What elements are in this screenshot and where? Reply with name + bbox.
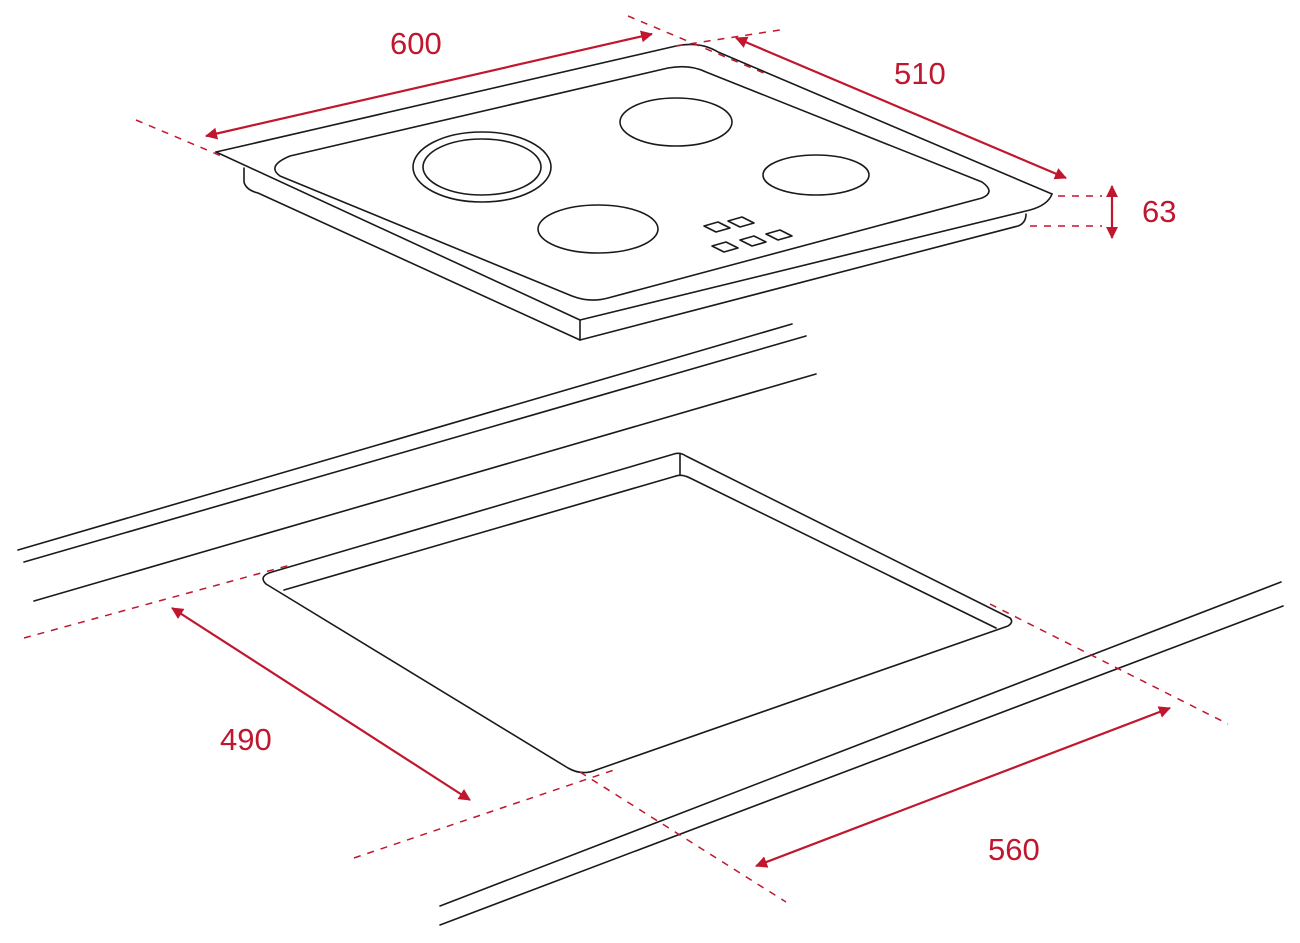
cooking-zone-front-left-inner bbox=[422, 138, 542, 196]
worktop bbox=[17, 323, 1284, 926]
hob-depth-label: 510 bbox=[894, 56, 946, 91]
hob-front-left-edge bbox=[215, 151, 581, 341]
cutout-inner-back-right bbox=[675, 474, 997, 629]
cooking-zone-front-left-outer bbox=[412, 131, 552, 203]
cutout-outer-edge bbox=[262, 452, 1013, 774]
hob-front-right-edge bbox=[579, 193, 1053, 321]
cutout-dashed-back bbox=[23, 563, 295, 639]
hob-depth-arrow bbox=[735, 36, 1067, 180]
cutout-depth-arrow bbox=[171, 607, 471, 801]
cutout-width-arrow bbox=[755, 706, 1171, 868]
cutout-width-label: 560 bbox=[988, 832, 1040, 867]
worktop-front-edge-bottom bbox=[439, 605, 1284, 926]
cutout-depth-label: 490 bbox=[220, 722, 272, 757]
dimension-lines bbox=[23, 15, 1229, 903]
worktop-back-edge-top bbox=[17, 323, 793, 551]
cooking-zone-rear-right bbox=[762, 154, 870, 196]
cutout bbox=[262, 452, 1013, 774]
hob-bottom-right-edge bbox=[579, 213, 1027, 341]
hob-width-arrow bbox=[205, 30, 653, 140]
touch-controls bbox=[703, 216, 793, 253]
cutout-dashed-right bbox=[989, 603, 1229, 725]
cutout-dashed-left bbox=[579, 771, 787, 903]
cutout-inner-back-left bbox=[283, 475, 677, 591]
hob-width-label: 600 bbox=[390, 26, 442, 61]
hob-bottom-left-edge bbox=[243, 167, 581, 341]
cutout-dashed-front bbox=[353, 769, 615, 859]
worktop-front-edge-top bbox=[439, 581, 1282, 907]
hob-width-dashed-right bbox=[627, 15, 767, 75]
control-key bbox=[727, 216, 755, 228]
control-key bbox=[703, 221, 731, 233]
worktop-back-edge-bottom bbox=[23, 335, 807, 563]
control-key bbox=[711, 241, 739, 253]
dimension-labels: 600 510 63 490 560 bbox=[220, 26, 1176, 867]
cooking-zone-front-right bbox=[537, 204, 659, 254]
hob-height-label: 63 bbox=[1142, 194, 1176, 229]
hob-width-dashed-left bbox=[135, 119, 227, 159]
control-key bbox=[765, 229, 793, 241]
hob-glass-panel bbox=[274, 65, 990, 301]
worktop-back-edge-lower bbox=[33, 373, 817, 602]
control-key bbox=[739, 235, 767, 247]
cooking-zone-rear-left bbox=[619, 97, 733, 147]
hob-top-dashed bbox=[675, 29, 781, 47]
